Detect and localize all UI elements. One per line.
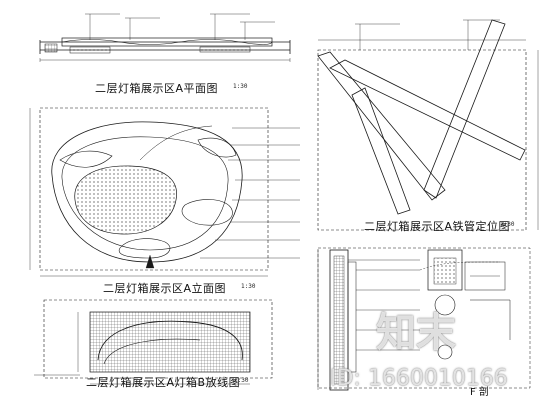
elevation-view-drawing	[29, 107, 300, 277]
tube-layout-title: 二层灯箱展示区A铁管定位图	[364, 220, 511, 233]
plan-view-drawing	[39, 13, 291, 62]
section-f-drawing	[317, 247, 531, 391]
watermark-brand: 知末	[376, 310, 456, 356]
elevation-view-title: 二层灯箱展示区A立面图	[103, 282, 227, 295]
tube-layout-drawing	[317, 19, 539, 231]
watermark-id: ID: 1660010166	[330, 366, 508, 391]
plan-view-scale: 1:30	[233, 83, 248, 90]
elevation-view-scale: 1:30	[241, 283, 256, 290]
tube-layout-scale: 1:30	[500, 221, 515, 228]
section-f-label: F 剖	[470, 387, 489, 398]
lightbox-lofting-drawing	[34, 299, 273, 385]
plan-view-title: 二层灯箱展示区A平面图	[95, 82, 219, 95]
lightbox-lofting-scale: 1:30	[234, 377, 249, 384]
lightbox-lofting-title: 二层灯箱展示区A灯箱B放线图	[86, 376, 241, 389]
